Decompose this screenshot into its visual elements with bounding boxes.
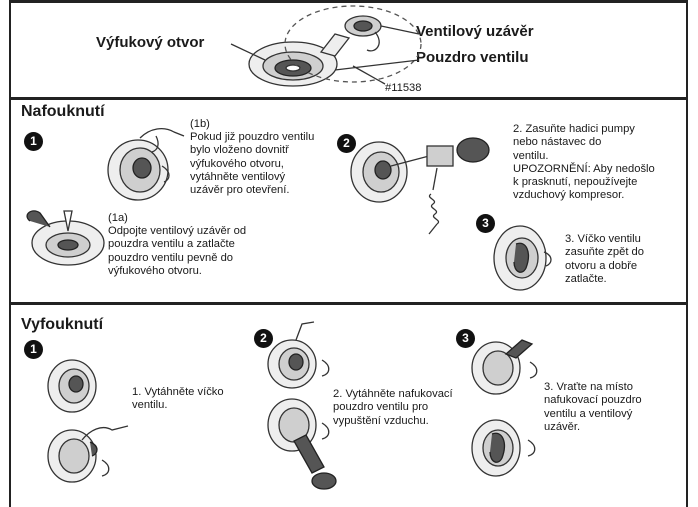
- inflation-step2-text: 2. Zasuňte hadici pumpy nebo nástavec do…: [513, 123, 655, 203]
- deflation-step3-text: 3. Vraťte na místo nafukovací pouzdro ve…: [544, 381, 642, 434]
- deflation-3-top-illustration: [466, 330, 556, 400]
- deflation-step2-text: 2. Vytáhněte nafukovací pouzdro ventilu …: [333, 388, 453, 428]
- deflation-2-top-illustration: [262, 320, 344, 392]
- deflation-step1-badge: 1: [24, 340, 43, 359]
- valve-housing-label: Pouzdro ventilu: [416, 49, 529, 66]
- inflation-title: Nafouknutí: [21, 103, 105, 121]
- inflation-1b-text: Pokud již pouzdro ventilu bylo vloženo d…: [190, 131, 314, 197]
- divider-header: [9, 97, 688, 100]
- inflation-1b-label: (1b): [190, 118, 210, 131]
- deflation-title: Vyfouknutí: [21, 316, 103, 334]
- inflation-step3-text: 3. Víčko ventilu zasuňte zpět do otvoru …: [565, 233, 644, 286]
- inflation-1a-illustration: [24, 205, 106, 271]
- valve-assembly-illustration: [235, 4, 425, 96]
- deflation-3-bottom-illustration: [466, 410, 556, 486]
- inflation-1a-text: Odpojte ventilový uzávěr od pouzdra vent…: [108, 225, 246, 278]
- deflation-1-top-illustration: [42, 356, 108, 416]
- deflation-1-bottom-illustration: [42, 420, 134, 486]
- inflation-pump-illustration: [345, 128, 493, 238]
- deflation-step1-text: 1. Vytáhněte víčko ventilu.: [132, 386, 224, 413]
- valve-cap-label: Ventilový uzávěr: [416, 23, 534, 40]
- inflation-1a-label: (1a): [108, 212, 128, 225]
- inflation-1b-illustration: [100, 122, 188, 202]
- divider-inflation: [9, 302, 688, 305]
- inflation-cap-illustration: [492, 222, 562, 294]
- exhaust-label: Výfukový otvor: [96, 34, 204, 51]
- top-border: [9, 0, 688, 3]
- inflation-step1-badge: 1: [24, 132, 43, 151]
